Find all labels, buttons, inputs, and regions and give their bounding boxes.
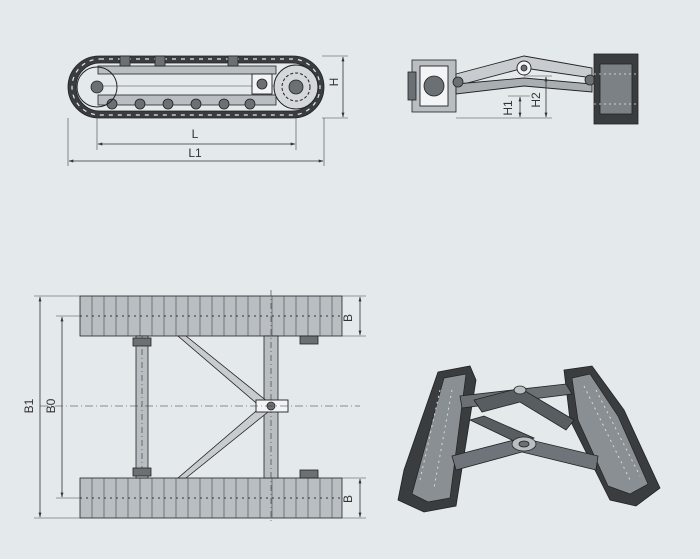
dimension-h2: H2 (524, 75, 552, 119)
isometric-view (397, 365, 661, 513)
side-rollers (106, 55, 256, 110)
front-left-track (407, 59, 457, 113)
dimension-b0: B0 (44, 315, 80, 499)
top-view: B1 B0 B B (22, 290, 366, 524)
front-view: H1 H2 (407, 53, 639, 125)
top-upper-track (79, 295, 343, 337)
dimension-l: L (96, 118, 297, 150)
side-view: H L L1 (67, 55, 348, 166)
side-drive-sprocket (251, 64, 319, 110)
top-frame (40, 290, 360, 524)
dimension-h: H (322, 55, 348, 119)
label-h2: H2 (529, 92, 543, 108)
iso-left-track (397, 365, 477, 513)
front-right-track (593, 53, 639, 125)
label-h: H (327, 78, 341, 87)
label-l: L (192, 127, 199, 141)
top-lower-track (79, 477, 343, 519)
label-h1: H1 (501, 100, 515, 116)
front-crossbeams (452, 55, 596, 95)
dimension-b-upper: B (341, 295, 366, 337)
side-frame-beam (97, 65, 277, 106)
label-b0: B0 (44, 398, 58, 413)
label-l1: L1 (188, 146, 202, 160)
label-b-lower: B (341, 495, 355, 503)
side-idler-wheel (76, 66, 118, 108)
iso-right-track (563, 365, 661, 507)
iso-frame (451, 383, 599, 471)
label-b1: B1 (22, 398, 36, 413)
dimension-b-lower: B (341, 477, 366, 519)
label-b-upper: B (341, 314, 355, 322)
dimension-b1: B1 (22, 295, 80, 519)
dimension-l1: L1 (67, 118, 325, 166)
dimension-h1: H1 (456, 95, 530, 119)
